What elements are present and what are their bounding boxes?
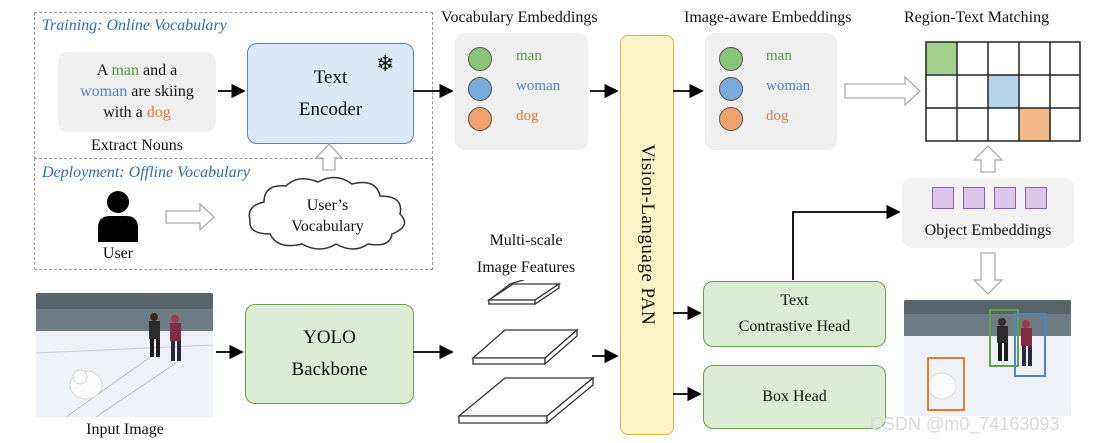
- deployment-label: Deployment: Offline Vocabulary: [42, 164, 250, 181]
- aware-dot-dog: [719, 107, 743, 131]
- noun-dog: dog: [146, 104, 171, 121]
- noun-man: man: [111, 62, 139, 79]
- object-embedding-square: [932, 187, 954, 209]
- output-image: [904, 300, 1071, 416]
- sentence-part: with a: [103, 104, 147, 121]
- matching-grid: [925, 41, 1081, 142]
- training-label: Training: Online Vocabulary: [42, 17, 227, 34]
- yolo-line2: Backbone: [291, 359, 368, 380]
- vocab-line1: User’s: [306, 197, 349, 214]
- caption-sentence: A man and a woman are skiing with a dog: [58, 60, 216, 123]
- vocab-word-dog: dog: [516, 108, 539, 124]
- vocab-word-man: man: [516, 48, 542, 64]
- deployment-panel: [34, 158, 433, 270]
- caption-card: [58, 52, 216, 132]
- yolo-backbone: YOLO Backbone: [245, 304, 414, 404]
- vocab-dot-man: [468, 47, 492, 71]
- features-caption: Multi-scale Image Features: [460, 227, 592, 281]
- object-embeddings-caption: Object Embeddings: [924, 222, 1052, 239]
- user-icon: [98, 191, 138, 242]
- vocab-embeddings-title: Vocabulary Embeddings: [441, 9, 598, 26]
- aware-word-man: man: [766, 48, 792, 64]
- text-head-line1: Text: [780, 292, 809, 309]
- matching-title: Region-Text Matching: [904, 9, 1050, 26]
- aware-word-woman: woman: [766, 78, 811, 94]
- aware-dot-man: [719, 47, 743, 71]
- text-encoder-box: Text Encoder: [247, 43, 414, 144]
- vocab-line2: Vocabulary: [291, 218, 364, 235]
- input-image-caption: Input Image: [86, 421, 164, 438]
- user-caption: User: [102, 245, 134, 262]
- training-panel: [34, 12, 433, 159]
- cloud-icon: [248, 176, 406, 250]
- features-line2: Image Features: [476, 259, 576, 276]
- vision-language-pan: Vision-Language PAN: [620, 35, 674, 435]
- snowflake-icon: ❄: [376, 51, 395, 76]
- yolo-line1: YOLO: [303, 327, 356, 348]
- features-line1: Multi-scale: [489, 232, 563, 249]
- object-embedding-square: [1025, 187, 1047, 209]
- box-head: Box Head: [703, 365, 886, 429]
- extract-nouns-caption: Extract Nouns: [91, 137, 183, 154]
- watermark: CSDN @m0_74163093: [870, 414, 1060, 434]
- image-aware-title: Image-aware Embeddings: [684, 9, 852, 26]
- text-encoder-line2: Encoder: [298, 98, 363, 120]
- noun-woman: woman: [80, 83, 128, 100]
- aware-dot-woman: [719, 77, 743, 101]
- input-image: [36, 293, 213, 417]
- sentence-part: are skiing: [127, 83, 194, 100]
- vocab-dot-woman: [468, 77, 492, 101]
- vocabulary-cloud-text: User’s Vocabulary: [270, 195, 385, 237]
- vocab-word-woman: woman: [516, 78, 561, 94]
- sentence-part: A: [96, 62, 112, 79]
- text-contrastive-head: Text Contrastive Head: [703, 281, 886, 347]
- pan-label: Vision-Language PAN: [637, 144, 658, 326]
- aware-word-dog: dog: [766, 108, 789, 124]
- vocab-dot-dog: [468, 107, 492, 131]
- feature-maps: [457, 280, 595, 425]
- box-head-label: Box Head: [762, 388, 827, 405]
- sentence-part: and a: [139, 62, 178, 79]
- object-embedding-square: [994, 187, 1016, 209]
- text-encoder-line1: Text: [313, 66, 348, 88]
- text-head-line2: Contrastive Head: [738, 318, 851, 335]
- object-embedding-square: [963, 187, 985, 209]
